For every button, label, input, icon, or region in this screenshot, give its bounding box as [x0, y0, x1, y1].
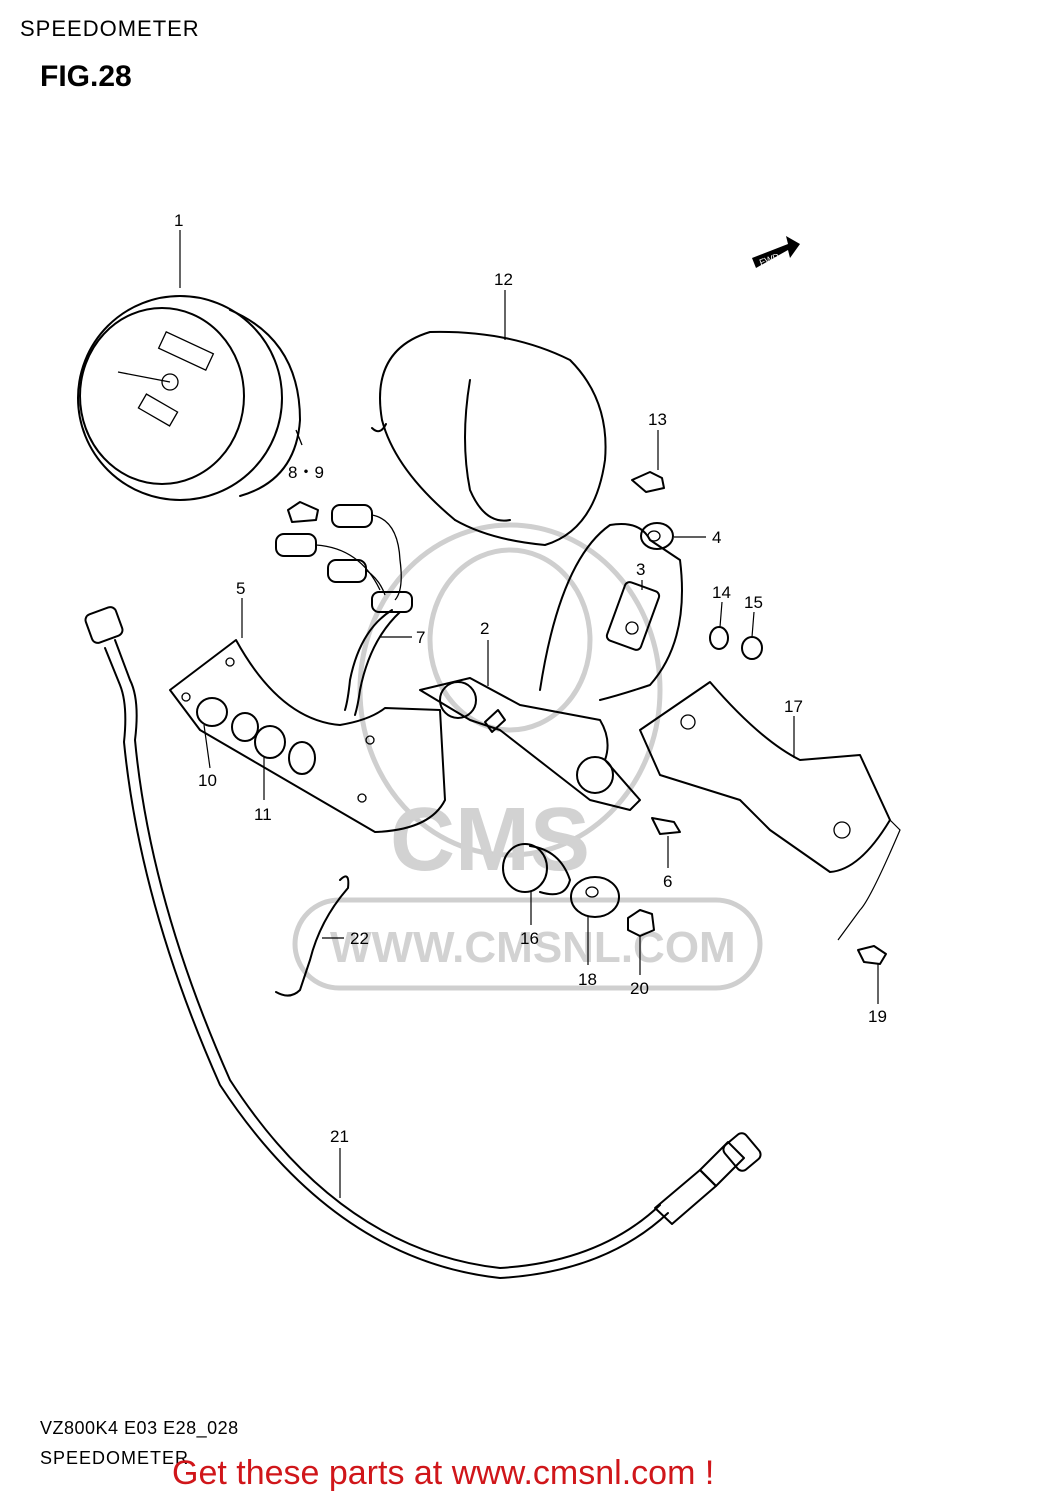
callout-11: 11 — [254, 805, 272, 824]
callout-10: 10 — [198, 771, 217, 790]
callout-21: 21 — [330, 1127, 349, 1146]
fwd-label: FWD — [758, 251, 781, 268]
callout-5: 5 — [236, 579, 245, 598]
callout-15: 15 — [744, 593, 763, 612]
callout-19: 19 — [868, 1007, 887, 1026]
bulb-sockets — [275, 501, 413, 613]
callout-3: 3 — [636, 560, 645, 579]
callout-22: 22 — [350, 929, 369, 948]
callout-6: 6 — [663, 872, 672, 891]
callout-18: 18 — [578, 970, 597, 989]
figure-number: FIG.28 — [40, 60, 132, 93]
callout-14: 14 — [712, 583, 731, 602]
footer-caption: SPEEDOMETER — [40, 1448, 190, 1468]
page-title: SPEEDOMETER — [20, 16, 200, 41]
diagram-code: VZ800K4 E03 E28_028 — [40, 1418, 239, 1438]
callout-2: 2 — [480, 619, 489, 638]
leader-lines — [179, 230, 879, 1198]
callout-13: 13 — [648, 410, 667, 429]
callout-1: 1 — [174, 211, 183, 230]
callout-20: 20 — [630, 979, 649, 998]
mounting-plate — [639, 681, 901, 941]
callout-12: 12 — [494, 270, 513, 289]
grommets — [502, 843, 655, 937]
wire-clip — [275, 875, 350, 997]
indicator-panel — [169, 639, 446, 833]
watermark-url: WWW.CMSNL.COM — [330, 923, 736, 972]
callout-16: 16 — [520, 929, 539, 948]
callout-4: 4 — [712, 528, 721, 547]
callout-numbers: 1 12 13 8・9 4 3 14 15 5 2 7 17 10 11 6 1… — [174, 211, 887, 1146]
callout-17: 17 — [784, 697, 803, 716]
hardware — [631, 471, 887, 965]
watermark-brand: CMS — [390, 790, 590, 890]
meter-cover — [371, 330, 607, 546]
callout-8-9: 8・9 — [288, 463, 324, 482]
cms-watermark: CMS WWW.CMSNL.COM — [292, 522, 763, 991]
promo-link[interactable]: Get these parts at www.cmsnl.com ! — [172, 1454, 715, 1492]
callout-7: 7 — [416, 628, 425, 647]
speedometer-cable — [84, 606, 762, 1279]
fwd-arrow-icon: FWD — [752, 236, 800, 268]
speedometer-gauge — [77, 295, 303, 501]
wire-harness — [344, 609, 401, 716]
